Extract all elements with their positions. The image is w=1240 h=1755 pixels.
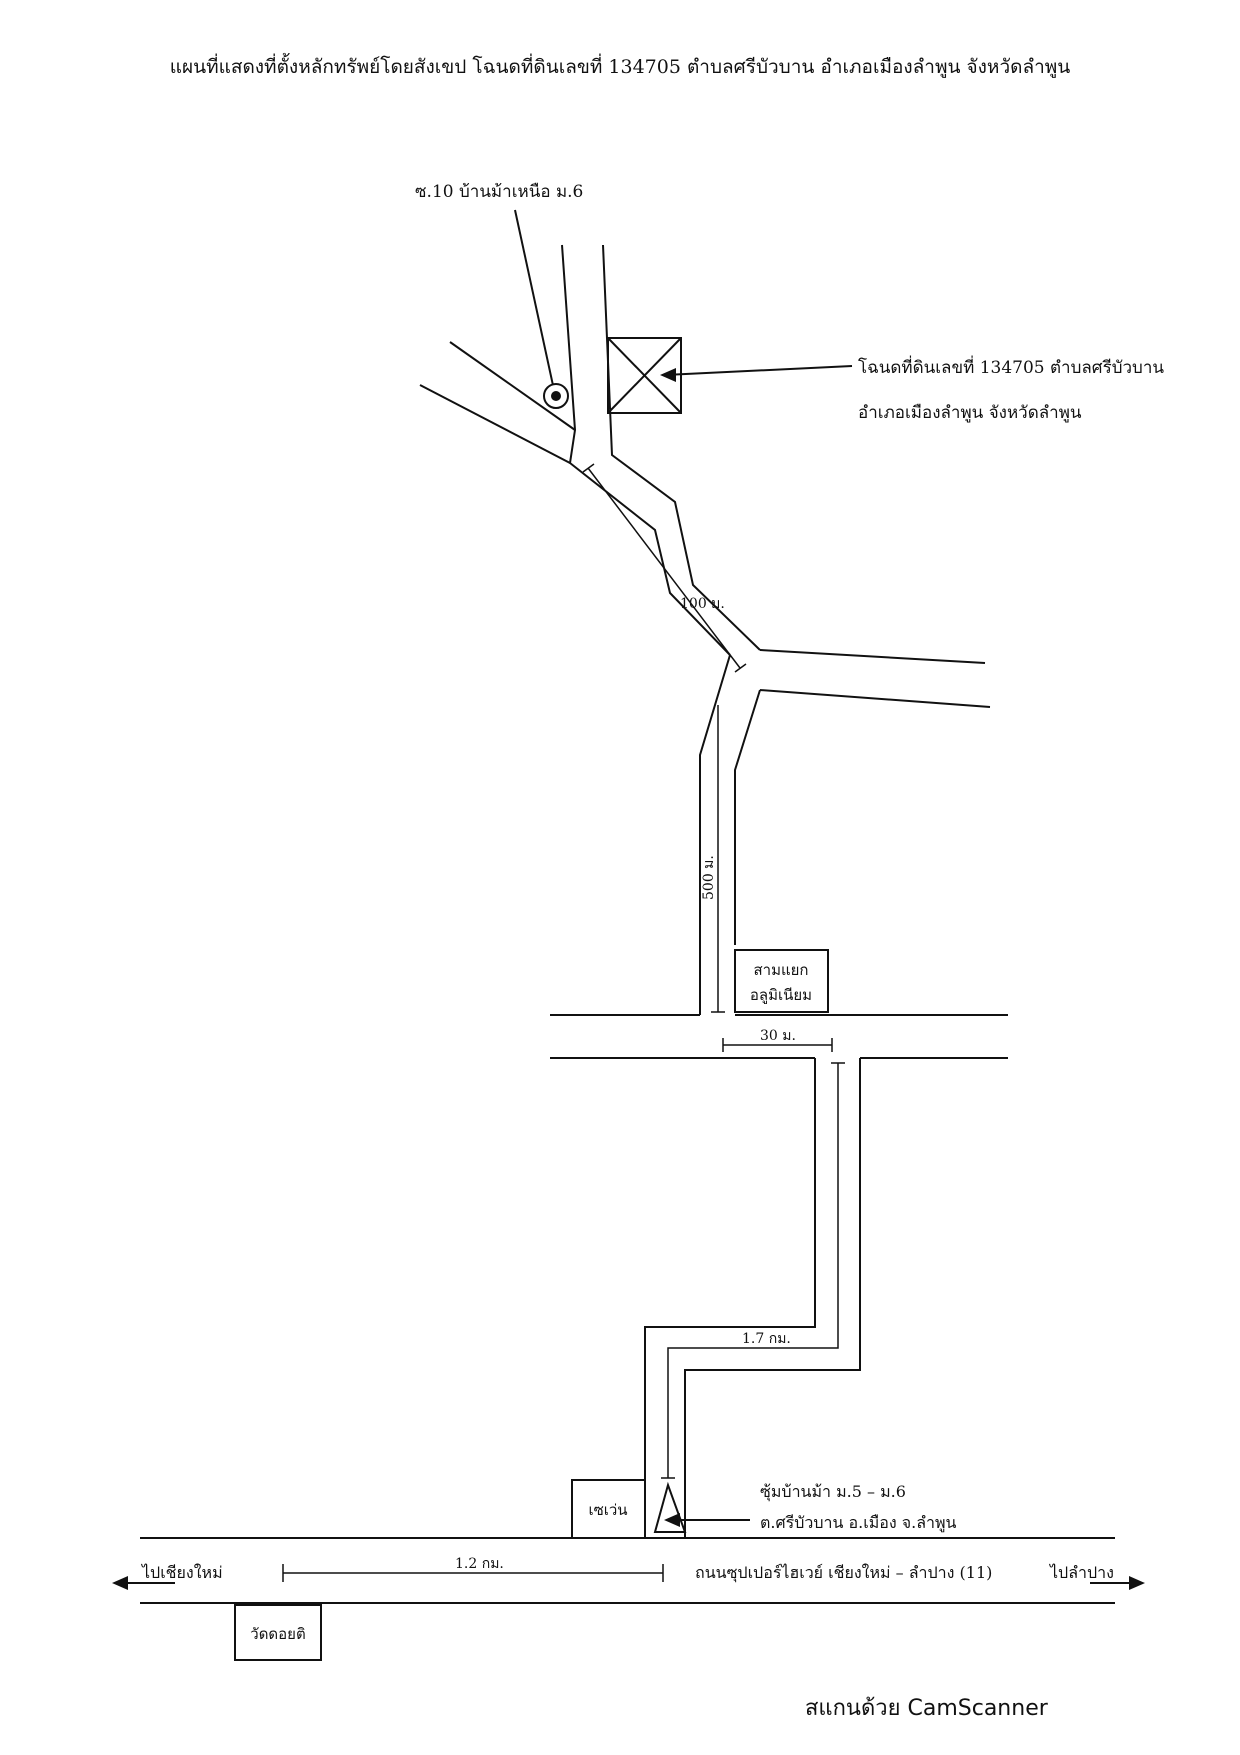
junction-label-line1: สามแยก — [753, 961, 808, 979]
east-branch-upper-edge — [759, 649, 986, 664]
dimension-30m — [722, 1038, 833, 1052]
distance-17km-label: 1.7 กม. — [742, 1331, 791, 1347]
village-lane-label: ซ.10 บ้านม้าเหนือ ม.6 — [415, 182, 583, 202]
arch-label-line1: ซุ้มบ้านม้า ม.5 – ม.6 — [760, 1482, 906, 1502]
to-chiangmai-label: ไปเชียงใหม่ — [140, 1563, 223, 1582]
south-road-left-edge — [644, 1058, 816, 1538]
dimension-17km — [661, 1062, 845, 1479]
lane-pointer-line — [514, 209, 555, 391]
side-road-upper-edge — [449, 341, 576, 431]
left-arrow-icon — [112, 1576, 128, 1590]
distance-100m-label: 100 ม. — [680, 596, 725, 612]
village-arch-triangle-icon — [653, 1481, 687, 1533]
dimension-100m — [582, 463, 747, 673]
parcel-label-line1: โฉนดที่ดินเลขที่ 134705 ตำบลศรีบัวบาน — [858, 355, 1164, 378]
temple-label: วัดดอยติ — [250, 1625, 305, 1643]
connector-road-right-edge — [734, 689, 761, 945]
seven-eleven-label: เซเว่น — [588, 1501, 627, 1519]
dimension-12km — [282, 1564, 664, 1582]
seven-eleven-box — [571, 1479, 646, 1539]
highway-label: ถนนซุปเปอร์ไฮเวย์ เชียงใหม่ – ลำปาง (11) — [695, 1563, 992, 1583]
arch-label-line2: ต.ศรีบัวบาน อ.เมือง จ.ลำพูน — [760, 1513, 957, 1533]
lane-marker-dot — [551, 391, 561, 401]
parcel-label-line2: อำเภอเมืองลำพูน จังหวัดลำพูน — [858, 403, 1082, 423]
parcel-arrowhead-icon — [660, 368, 676, 382]
arch-arrowhead-icon — [664, 1513, 680, 1527]
to-lampang-label: ไปลำปาง — [1048, 1563, 1114, 1582]
page-title: แผนที่แสดงที่ตั้งหลักทรัพย์โดยสังเขป โฉน… — [169, 56, 1071, 78]
junction-landmark-box — [734, 949, 829, 1013]
distance-12km-label: 1.2 กม. — [455, 1556, 504, 1572]
land-parcel-marker — [607, 337, 682, 414]
lane-road-left-edge — [561, 244, 731, 656]
side-road-lower-edge — [419, 384, 571, 464]
junction-label-line2: อลูมิเนียม — [750, 986, 812, 1004]
parcel-pointer-arrow — [664, 365, 853, 376]
camscanner-footer: สแกนด้วย CamScanner — [805, 1696, 1048, 1721]
lane-road-right-edge — [602, 244, 761, 651]
right-arrow-icon — [1129, 1576, 1145, 1590]
temple-box — [234, 1604, 322, 1661]
south-road-right-edge — [684, 1058, 861, 1538]
distance-30m-label: 30 ม. — [760, 1028, 796, 1044]
east-branch-lower-edge — [759, 689, 991, 708]
dimension-500m — [711, 705, 725, 1013]
distance-500m-label: 500 ม. — [701, 855, 717, 900]
connector-road-left-edge — [699, 654, 731, 1015]
